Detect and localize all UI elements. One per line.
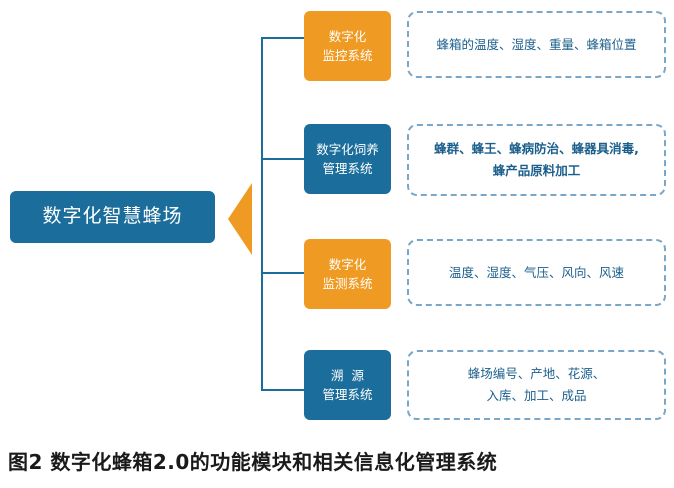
system-node-traceability-management: 溯 源 管理系统 [304, 350, 391, 420]
system-label-line2: 监控系统 [322, 48, 373, 63]
detail-box-monitoring-control: 蜂箱的温度、湿度、重量、蜂箱位置 [407, 11, 666, 78]
system-label-line2: 管理系统 [322, 387, 373, 402]
system-node-monitoring: 数字化 监测系统 [304, 239, 391, 309]
system-label-line1: 数字化 [328, 28, 367, 44]
detail-text-line1: 蜂箱的温度、湿度、重量、蜂箱位置 [436, 36, 637, 52]
root-node: 数字化智慧蜂场 [10, 191, 215, 243]
pointer-triangle [228, 183, 252, 255]
detail-text-line1: 温度、湿度、气压、风向、风速 [448, 264, 624, 280]
system-node-monitoring-control: 数字化 监控系统 [304, 11, 391, 81]
system-label-line1: 数字化饲养 [316, 141, 379, 157]
detail-text-line1: 蜂群、蜂王、蜂病防治、蜂器具消毒, [434, 141, 639, 157]
detail-text-line2: 入库、加工、成品 [486, 388, 587, 403]
detail-box-traceability-management: 蜂场编号、产地、花源、 入库、加工、成品 [407, 350, 666, 420]
root-label: 数字化智慧蜂场 [42, 205, 183, 228]
detail-text-line1: 蜂场编号、产地、花源、 [467, 366, 606, 382]
system-label-line2: 管理系统 [322, 161, 373, 176]
detail-box-breeding-management: 蜂群、蜂王、蜂病防治、蜂器具消毒, 蜂产品原料加工 [407, 124, 666, 196]
detail-text-line2: 蜂产品原料加工 [492, 163, 581, 178]
system-label-line1: 溯 源 [331, 367, 364, 383]
figure-caption: 图2 数字化蜂箱2.0的功能模块和相关信息化管理系统 [8, 450, 498, 474]
system-node-breeding-management: 数字化饲养 管理系统 [304, 124, 391, 194]
system-label-line1: 数字化 [328, 256, 367, 272]
detail-box-monitoring: 温度、湿度、气压、风向、风速 [407, 239, 666, 306]
system-label-line2: 监测系统 [322, 276, 373, 291]
